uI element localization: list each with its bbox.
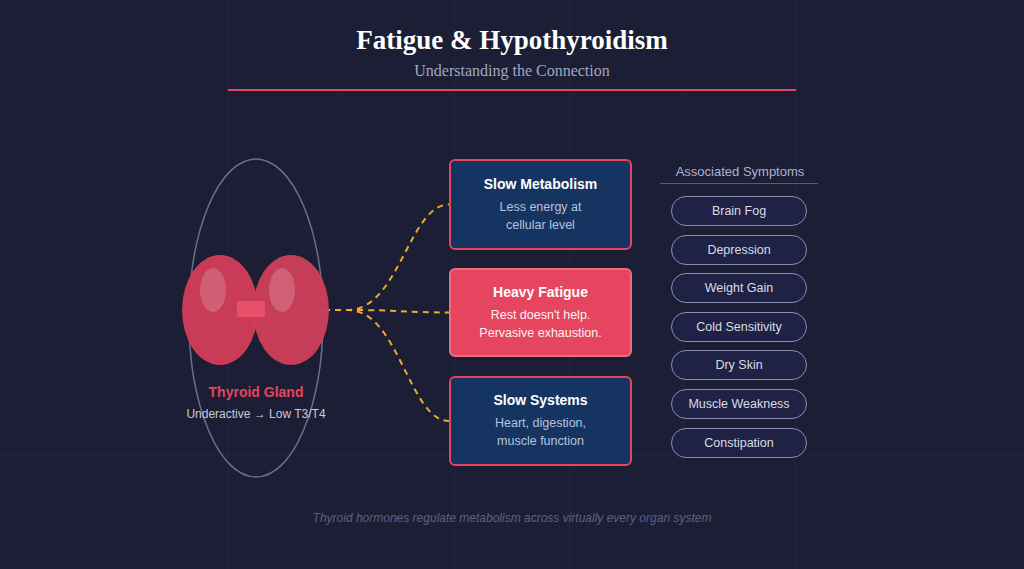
symptom-pill: Brain Fog — [671, 196, 807, 226]
box-heading: Heavy Fatigue — [493, 284, 588, 300]
symptom-pill: Weight Gain — [671, 273, 807, 303]
lobe-highlight — [200, 268, 226, 312]
title-underline — [228, 89, 796, 91]
grid-line — [0, 114, 1024, 115]
grid-line — [341, 0, 342, 569]
symptom-pill: Cold Sensitivity — [671, 312, 807, 342]
symptom-pill: Depression — [671, 235, 807, 265]
lobe-highlight — [269, 268, 295, 312]
subtitle: Understanding the Connection — [0, 62, 1024, 80]
highlight-box: Heavy FatigueRest doesn't help. Pervasiv… — [449, 268, 632, 357]
symptom-text: Depression — [707, 243, 770, 257]
thyroid-isthmus — [237, 301, 265, 317]
grid-line — [910, 0, 911, 569]
symptom-text: Weight Gain — [705, 281, 774, 295]
symptom-text: Brain Fog — [712, 204, 766, 218]
effect-box: Slow MetabolismLess energy at cellular l… — [449, 159, 632, 250]
grid-line — [114, 0, 115, 569]
gland-node: Thyroid GlandUnderactive → Low T3/T4 — [188, 158, 324, 478]
symptom-pill: Constipation — [671, 428, 807, 458]
symptom-text: Constipation — [704, 436, 774, 450]
thyroid-lobe — [253, 255, 329, 365]
symptom-text: Cold Sensitivity — [696, 320, 781, 334]
box-heading: Slow Metabolism — [484, 176, 598, 192]
grid-line — [228, 0, 229, 569]
effect-box: Slow SystemsHeart, digestion, muscle fun… — [449, 376, 632, 466]
dashed-connector — [324, 310, 449, 313]
dashed-connector — [324, 205, 449, 311]
thyroid-lobe — [182, 255, 258, 365]
gland-note: Underactive → Low T3/T4 — [158, 407, 354, 421]
ellipse-shape — [189, 159, 323, 477]
heading-underline — [660, 183, 818, 184]
diagram-title: Fatigue & Hypothyroidism — [0, 25, 1024, 56]
gland-name: Thyroid Gland — [168, 384, 344, 400]
ellipse-outline — [188, 158, 324, 478]
box-description: Heart, digestion, muscle function — [486, 414, 596, 450]
group-heading: Associated Symptoms — [640, 164, 840, 179]
symptom-text: Dry Skin — [715, 358, 762, 372]
box-description: Rest doesn't help. Pervasive exhaustion. — [471, 306, 611, 342]
symptom-text: Muscle Weakness — [688, 397, 789, 411]
box-description: Less energy at cellular level — [491, 198, 591, 234]
symptom-pill: Dry Skin — [671, 350, 807, 380]
dashed-connector — [324, 310, 449, 421]
caption: Thyroid hormones regulate metabolism acr… — [0, 511, 1024, 525]
symptom-pill: Muscle Weakness — [671, 389, 807, 419]
box-heading: Slow Systems — [493, 392, 587, 408]
